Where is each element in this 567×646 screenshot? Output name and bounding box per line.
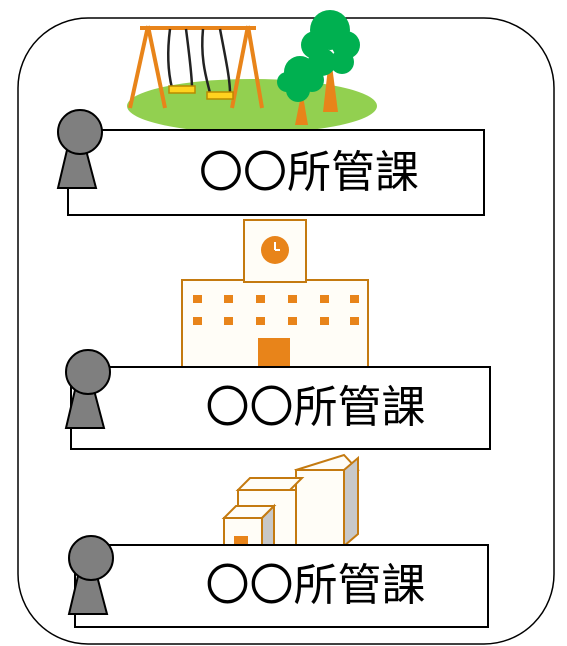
department-label: 〇〇所管課 xyxy=(205,560,426,611)
person-icon xyxy=(56,109,103,189)
department-label: 〇〇所管課 xyxy=(199,146,419,198)
person-icon xyxy=(64,349,111,429)
outer-rounded-frame xyxy=(17,17,555,645)
school-icon xyxy=(181,219,369,371)
department-label-box: 〇〇所管課 xyxy=(74,544,489,628)
park-icon xyxy=(127,10,377,133)
department-label-box: 〇〇所管課 xyxy=(67,129,485,216)
buildings-icon xyxy=(221,453,360,549)
department-label: 〇〇所管課 xyxy=(205,382,426,433)
department-label-box: 〇〇所管課 xyxy=(70,366,491,450)
person-icon xyxy=(67,535,114,615)
